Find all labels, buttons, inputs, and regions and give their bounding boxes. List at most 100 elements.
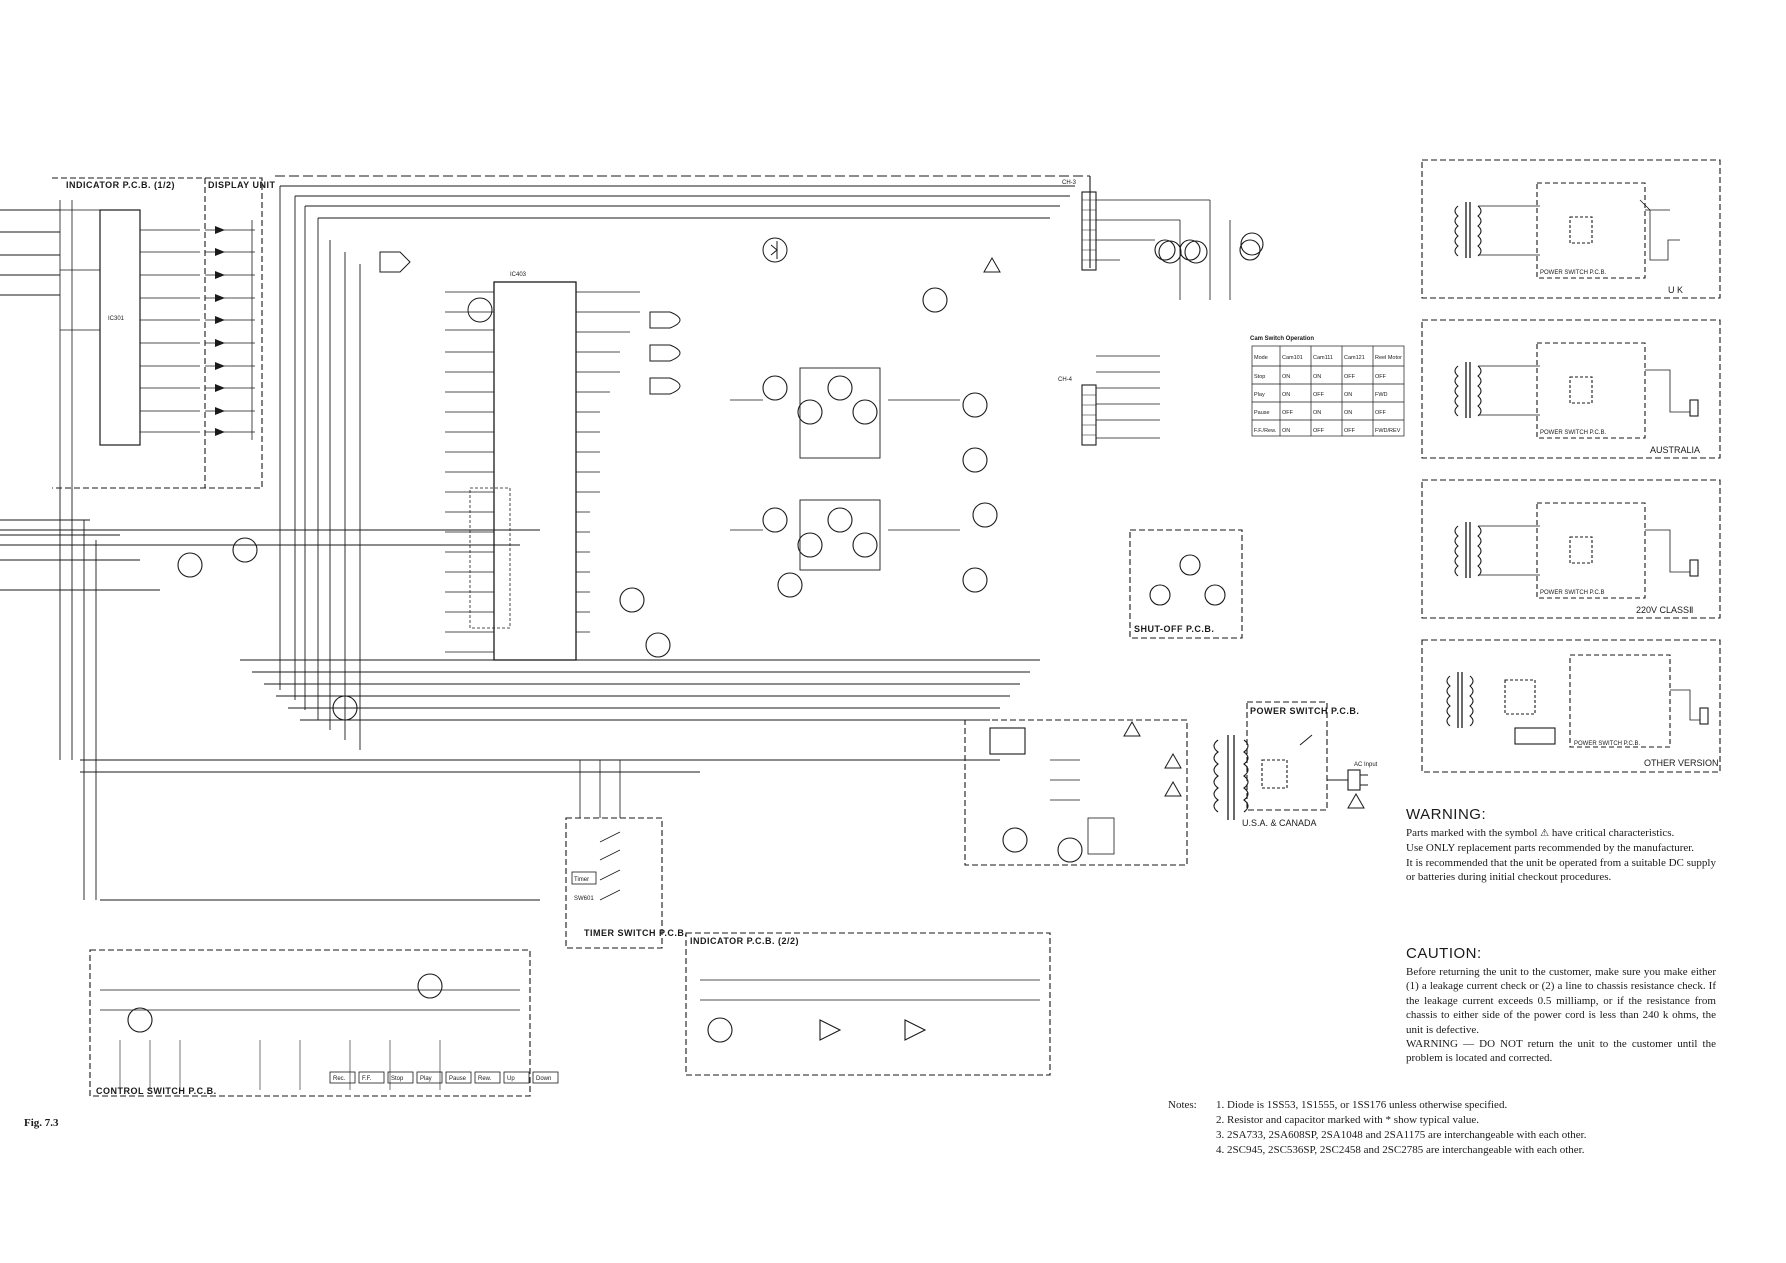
notes-label: Notes: [1168,1099,1197,1111]
cam-table-header: Cam121 [1344,355,1365,361]
cam-table-cell: OFF [1344,428,1356,434]
shut-off-label: SHUT-OFF P.C.B. [1134,624,1214,634]
cam-table-cell: FWD/REV [1375,428,1401,434]
note-item: 1. Diode is 1SS53, 1S1555, or 1SS176 unl… [1216,1099,1508,1111]
timer-label: Timer [574,877,589,883]
warning-text-3: It is recommended that the unit be opera… [1406,856,1716,884]
figure-label: Fig. 7.3 [24,1117,59,1129]
cam-table-cell: OFF [1313,392,1325,398]
note-item: 4. 2SC945, 2SC536SP, 2SC2458 and 2SC2785… [1216,1144,1585,1156]
control-button-label: Rec. [333,1076,346,1082]
cam-table-header: Mode [1254,355,1268,361]
center-transistors [177,537,671,721]
power-switch-uk-label: POWER SWITCH P.C.B. [1540,270,1607,276]
cam-table-cell: OFF [1313,428,1325,434]
ac-input-label: AC Input [1354,762,1378,768]
ic403-label: IC403 [510,272,527,278]
ch3-connector [1081,191,1261,300]
power-switch-other-label: POWER SWITCH P.C.B. [1574,741,1641,747]
cam-table-header: Cam111 [1313,355,1333,361]
ic403-main-chip [445,281,640,661]
main-transformer [1213,735,1249,820]
caution-text-2: WARNING — DO NOT return the unit to the … [1406,1038,1716,1065]
power-switch-pcb [1246,701,1348,811]
region-australia: AUSTRALIA [1650,445,1700,455]
cam-table-cell: ON [1282,374,1290,380]
control-switch-label: CONTROL SWITCH P.C.B. [96,1086,217,1096]
shut-off-pcb [1129,529,1243,639]
usa-canada-label: U.S.A. & CANADA [1242,818,1317,828]
variant-uk [1421,159,1721,299]
notes-list: 1. Diode is 1SS53, 1S1555, or 1SS176 unl… [1168,1098,1728,1158]
variant-australia [1421,319,1721,459]
control-switch-pcb [89,949,531,1097]
control-button-box [329,1071,356,1084]
variant-other [1421,639,1721,773]
motors [1158,232,1264,264]
cam-table-cell: OFF [1375,374,1387,380]
caution-triangle-icon: ⚠ [1540,828,1550,839]
power-switch-aus-label: POWER SWITCH P.C.B. [1540,430,1607,436]
power-supply-section [964,719,1188,866]
caution-text-1: Before returning the unit to the custome… [1406,966,1716,1036]
power-switch-label: POWER SWITCH P.C.B. [1250,706,1359,716]
control-button-box [445,1071,472,1084]
cam-table-cell: FWD [1375,392,1388,398]
control-button-box [416,1071,443,1084]
ac-plug [1347,769,1368,791]
control-button-label: Stop [391,1076,404,1082]
control-button-label: Pause [449,1076,467,1082]
control-button-box [358,1071,385,1084]
control-button-label: Down [536,1076,551,1082]
cam-table-cell: Stop [1254,374,1265,380]
warning-title: WARNING: [1406,806,1487,823]
control-button-label: F.F. [362,1076,372,1082]
control-button-box [532,1071,559,1084]
note-item: 2. Resistor and capacitor marked with * … [1216,1114,1480,1126]
indicator-pcb-1 [52,177,263,489]
ch3-label: CH-3 [1062,180,1077,186]
sw601-label: SW601 [574,896,594,902]
warning-triangles [983,256,1365,809]
notes-section: Notes: 1. Diode is 1SS53, 1S1555, or 1SS… [1168,1098,1728,1158]
main-board-outline [275,175,1091,268]
control-button-label: Play [420,1076,432,1082]
left-bus [0,209,160,900]
power-switch-220-label: POWER SWITCH P.C.B [1540,590,1605,596]
indicator-pcb-2 [685,932,1051,1076]
caution-title: CAUTION: [1406,945,1482,962]
variant-220v [1421,479,1721,619]
cam-table-cell: ON [1282,428,1290,434]
cam-table-cell: ON [1313,374,1321,380]
cam-table-title: Cam Switch Operation [1250,336,1314,342]
caution-section: CAUTION: Before returning the unit to th… [1406,945,1716,1066]
cam-table-cell: F.F./Rew. [1254,428,1277,434]
cam-table-cell: OFF [1344,374,1356,380]
main-bus [0,185,1075,901]
cam-switch-table-grid [1251,345,1405,437]
cam-table-cell: Pause [1254,410,1270,416]
control-button-box [387,1071,414,1084]
cam-table-cell: ON [1282,392,1290,398]
note-item: 3. 2SA733, 2SA608SP, 2SA1048 and 2SA1175… [1216,1129,1587,1141]
cam-table-cell: OFF [1282,410,1294,416]
display-unit-label: DISPLAY UNIT [208,180,276,190]
region-uk: U K [1668,285,1683,295]
ic301-label: IC301 [108,316,125,322]
warning-text-2: Use ONLY replacement parts recommended b… [1406,842,1695,855]
cam-table-cell: Play [1254,392,1265,398]
warning-section: WARNING: Parts marked with the symbol ⚠ … [1406,806,1716,885]
region-other: OTHER VERSION [1644,758,1719,768]
control-button-label: Rew. [478,1076,492,1082]
cam-table-cell: ON [1344,392,1352,398]
timer-switch-label: TIMER SWITCH P.C.B. [584,928,687,938]
cam-table-cell: ON [1313,410,1321,416]
indicator-pcb-2-label: INDICATOR P.C.B. (2/2) [690,936,799,946]
ch4-label: CH-4 [1058,377,1073,383]
indicator-pcb-1-label: INDICATOR P.C.B. (1/2) [66,180,175,190]
timer-switch-pcb [565,760,663,949]
ch4-connector [1081,355,1160,446]
control-button-box [474,1071,501,1084]
